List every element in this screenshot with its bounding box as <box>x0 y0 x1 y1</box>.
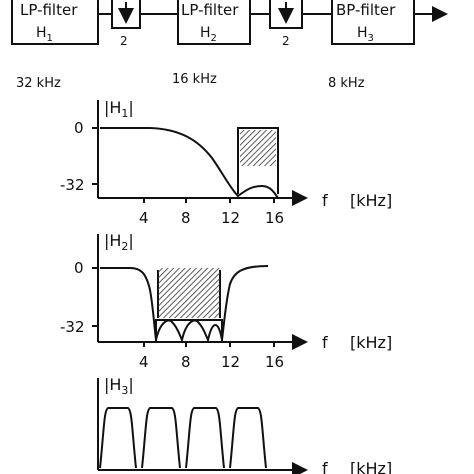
plot-h1: |H1| 0 -32 4 8 12 16 f [kHz] <box>60 98 392 227</box>
lp-filter-h2-box <box>177 0 251 45</box>
plot3-ylabel: |H3| <box>104 375 134 397</box>
plot2-ytick-0: 0 <box>74 259 84 277</box>
plot2-xtick-4: 4 <box>139 353 149 371</box>
plot3-band-4 <box>229 407 267 469</box>
plot2-passband-hatch <box>158 268 220 318</box>
plot1-unit: [kHz] <box>350 191 392 210</box>
plot1-stopband-hatch <box>240 130 276 166</box>
block-2-name: H2 <box>200 25 217 44</box>
plot3-band-2 <box>141 407 181 469</box>
block-2-label: LP-filter <box>181 1 239 19</box>
block-3-name: H3 <box>357 25 374 44</box>
plot2-response-curve <box>100 265 269 343</box>
decimator-1-factor: 2 <box>120 34 128 48</box>
lp-filter-h1-box <box>11 0 99 45</box>
block-chain <box>11 0 448 45</box>
plot1-ytick-0: 0 <box>74 119 84 137</box>
plot-h3: |H3| f [kHz] <box>97 375 392 474</box>
plot2-ylabel: |H2| <box>104 231 134 253</box>
plot3-xaxis-label: f <box>322 459 328 474</box>
rate-label-2: 16 kHz <box>172 72 217 87</box>
plot2-ytick-32: -32 <box>60 318 85 336</box>
plot2-unit: [kHz] <box>350 333 392 352</box>
plot1-ytick-32: -32 <box>60 176 85 194</box>
plot2-xtick-12: 12 <box>221 353 240 371</box>
decimator-2-factor: 2 <box>282 34 290 48</box>
decimator-1-box <box>111 0 141 29</box>
block-1-label: LP-filter <box>20 1 78 19</box>
decimator-2-box <box>269 0 303 29</box>
plot2-xtick-16: 16 <box>265 353 284 371</box>
rate-label-3: 8 kHz <box>328 76 365 91</box>
rate-label-1: 32 kHz <box>16 76 61 91</box>
plot1-xtick-4: 4 <box>139 209 149 227</box>
plot2-xaxis-label: f <box>322 333 328 352</box>
plot2-xtick-8: 8 <box>181 353 191 371</box>
block-1-name: H1 <box>36 25 53 44</box>
plot1-xtick-12: 12 <box>221 209 240 227</box>
plot-h2: |H2| 0 -32 4 8 12 16 f [kHz] <box>60 231 392 371</box>
plot1-xtick-16: 16 <box>265 209 284 227</box>
plot3-band-1 <box>99 407 137 469</box>
plot2-passband-spec <box>155 319 223 342</box>
plot1-response-curve <box>100 127 279 199</box>
plot1-stopband-spec <box>237 127 279 194</box>
block-3-label: BP-filter <box>336 1 396 19</box>
plot1-xaxis-label: f <box>322 191 328 210</box>
plot3-unit: [kHz] <box>350 459 392 474</box>
bp-filter-h3-box <box>331 0 415 45</box>
plot3-band-3 <box>185 407 225 469</box>
plot1-xtick-8: 8 <box>181 209 191 227</box>
plot1-ylabel: |H1| <box>104 98 134 120</box>
